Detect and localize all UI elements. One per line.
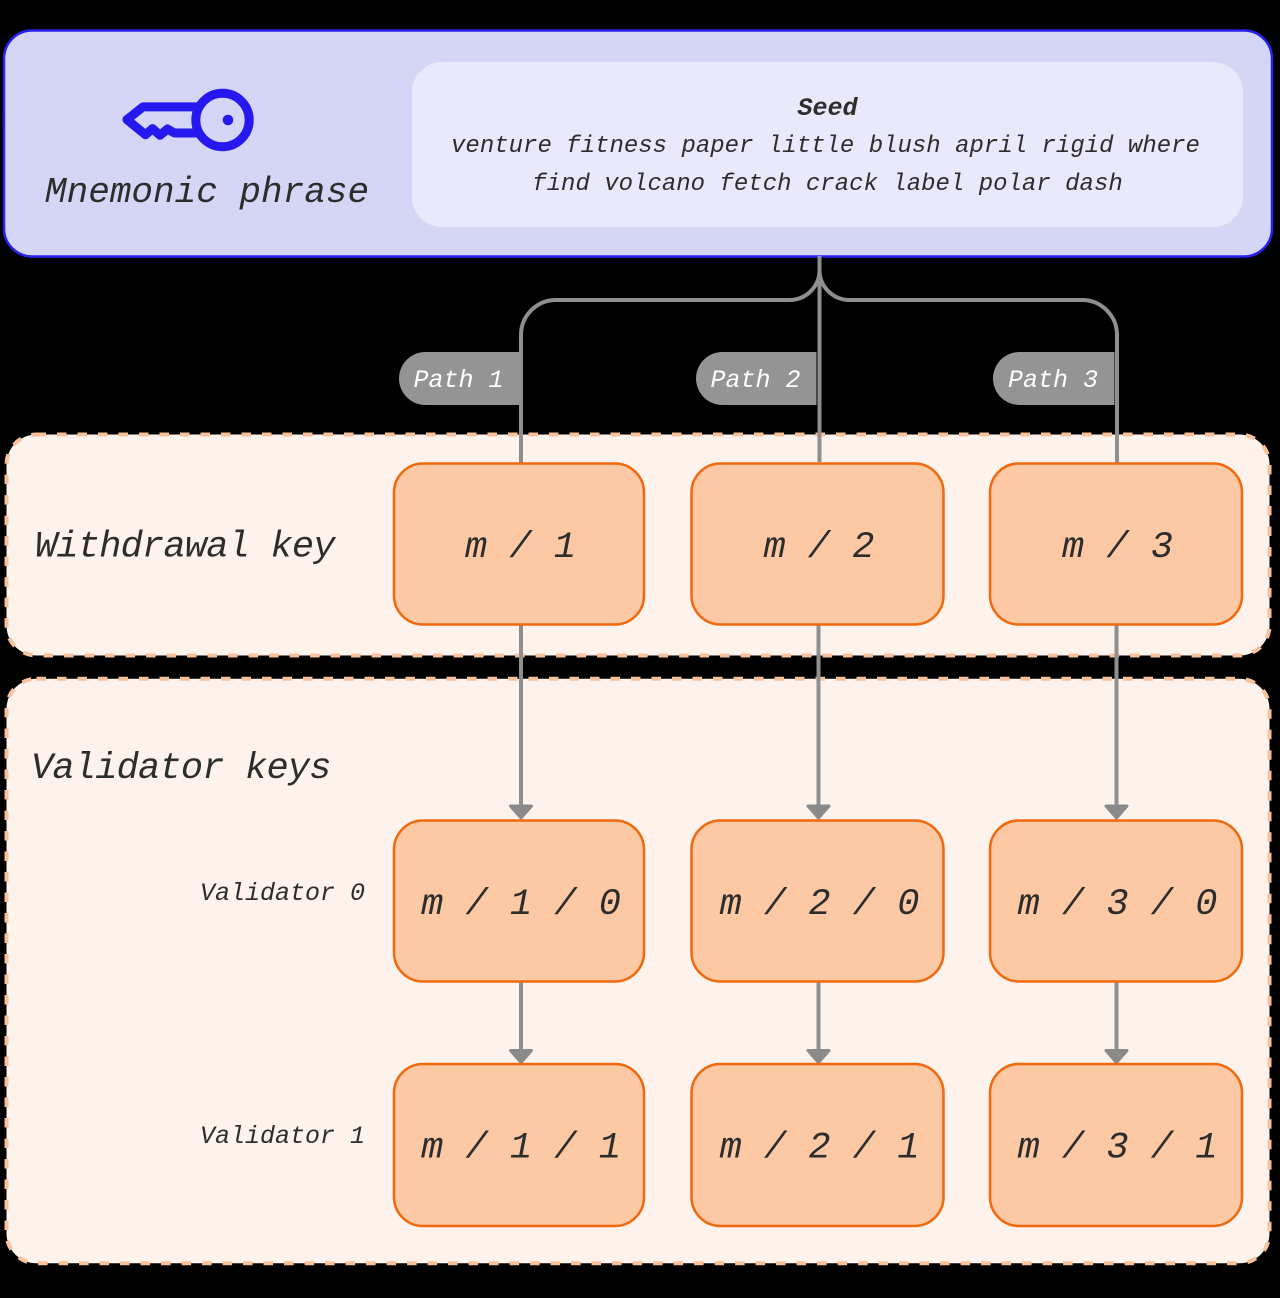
svg-text:Seed: Seed [797,94,858,123]
svg-text:Mnemonic phrase: Mnemonic phrase [45,172,369,213]
svg-text:m / 2 / 0: m / 2 / 0 [720,884,920,926]
svg-text:Path 3: Path 3 [1008,366,1098,395]
svg-text:Withdrawal key: Withdrawal key [35,527,336,569]
svg-text:Validator 1: Validator 1 [200,1122,365,1151]
svg-text:m / 1 / 1: m / 1 / 1 [421,1128,621,1170]
svg-text:m / 3 / 1: m / 3 / 1 [1018,1128,1218,1170]
svg-text:m / 2 / 1: m / 2 / 1 [720,1128,920,1170]
svg-text:m / 3 / 0: m / 3 / 0 [1018,884,1218,926]
svg-text:Path 2: Path 2 [710,366,800,395]
svg-text:Validator keys: Validator keys [31,748,331,790]
svg-text:m / 1: m / 1 [465,527,576,569]
svg-text:find volcano fetch crack label: find volcano fetch crack label polar das… [532,171,1123,198]
svg-text:m / 2: m / 2 [763,527,874,569]
svg-text:m / 3: m / 3 [1062,527,1173,569]
svg-text:venture fitness paper little b: venture fitness paper little blush april… [451,133,1200,160]
svg-text:m / 1 / 0: m / 1 / 0 [421,884,621,926]
svg-text:Validator 0: Validator 0 [200,879,365,908]
svg-text:Path 1: Path 1 [413,366,503,395]
